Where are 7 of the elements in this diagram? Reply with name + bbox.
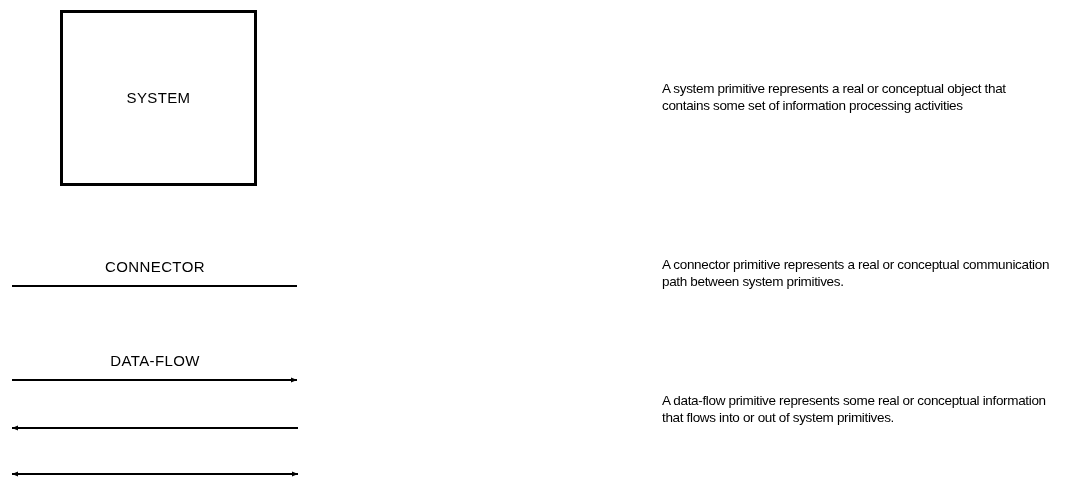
primitive-name: DATA-FLOW	[109, 352, 201, 369]
description-text: A system primitive represents a real or conceptual object that contains some set of information processing activities	[662, 80, 1007, 114]
description-text: A data-flow primitive represents some real or conceptual information that flows into or out of system primitives.	[662, 392, 1047, 426]
description-text: A connector primitive represents a real or conceptual communication path between system primitives.	[662, 256, 1051, 290]
primitive-name: CONNECTOR	[104, 258, 206, 275]
box-label: SYSTEM	[126, 87, 191, 108]
system-box	[60, 10, 257, 186]
